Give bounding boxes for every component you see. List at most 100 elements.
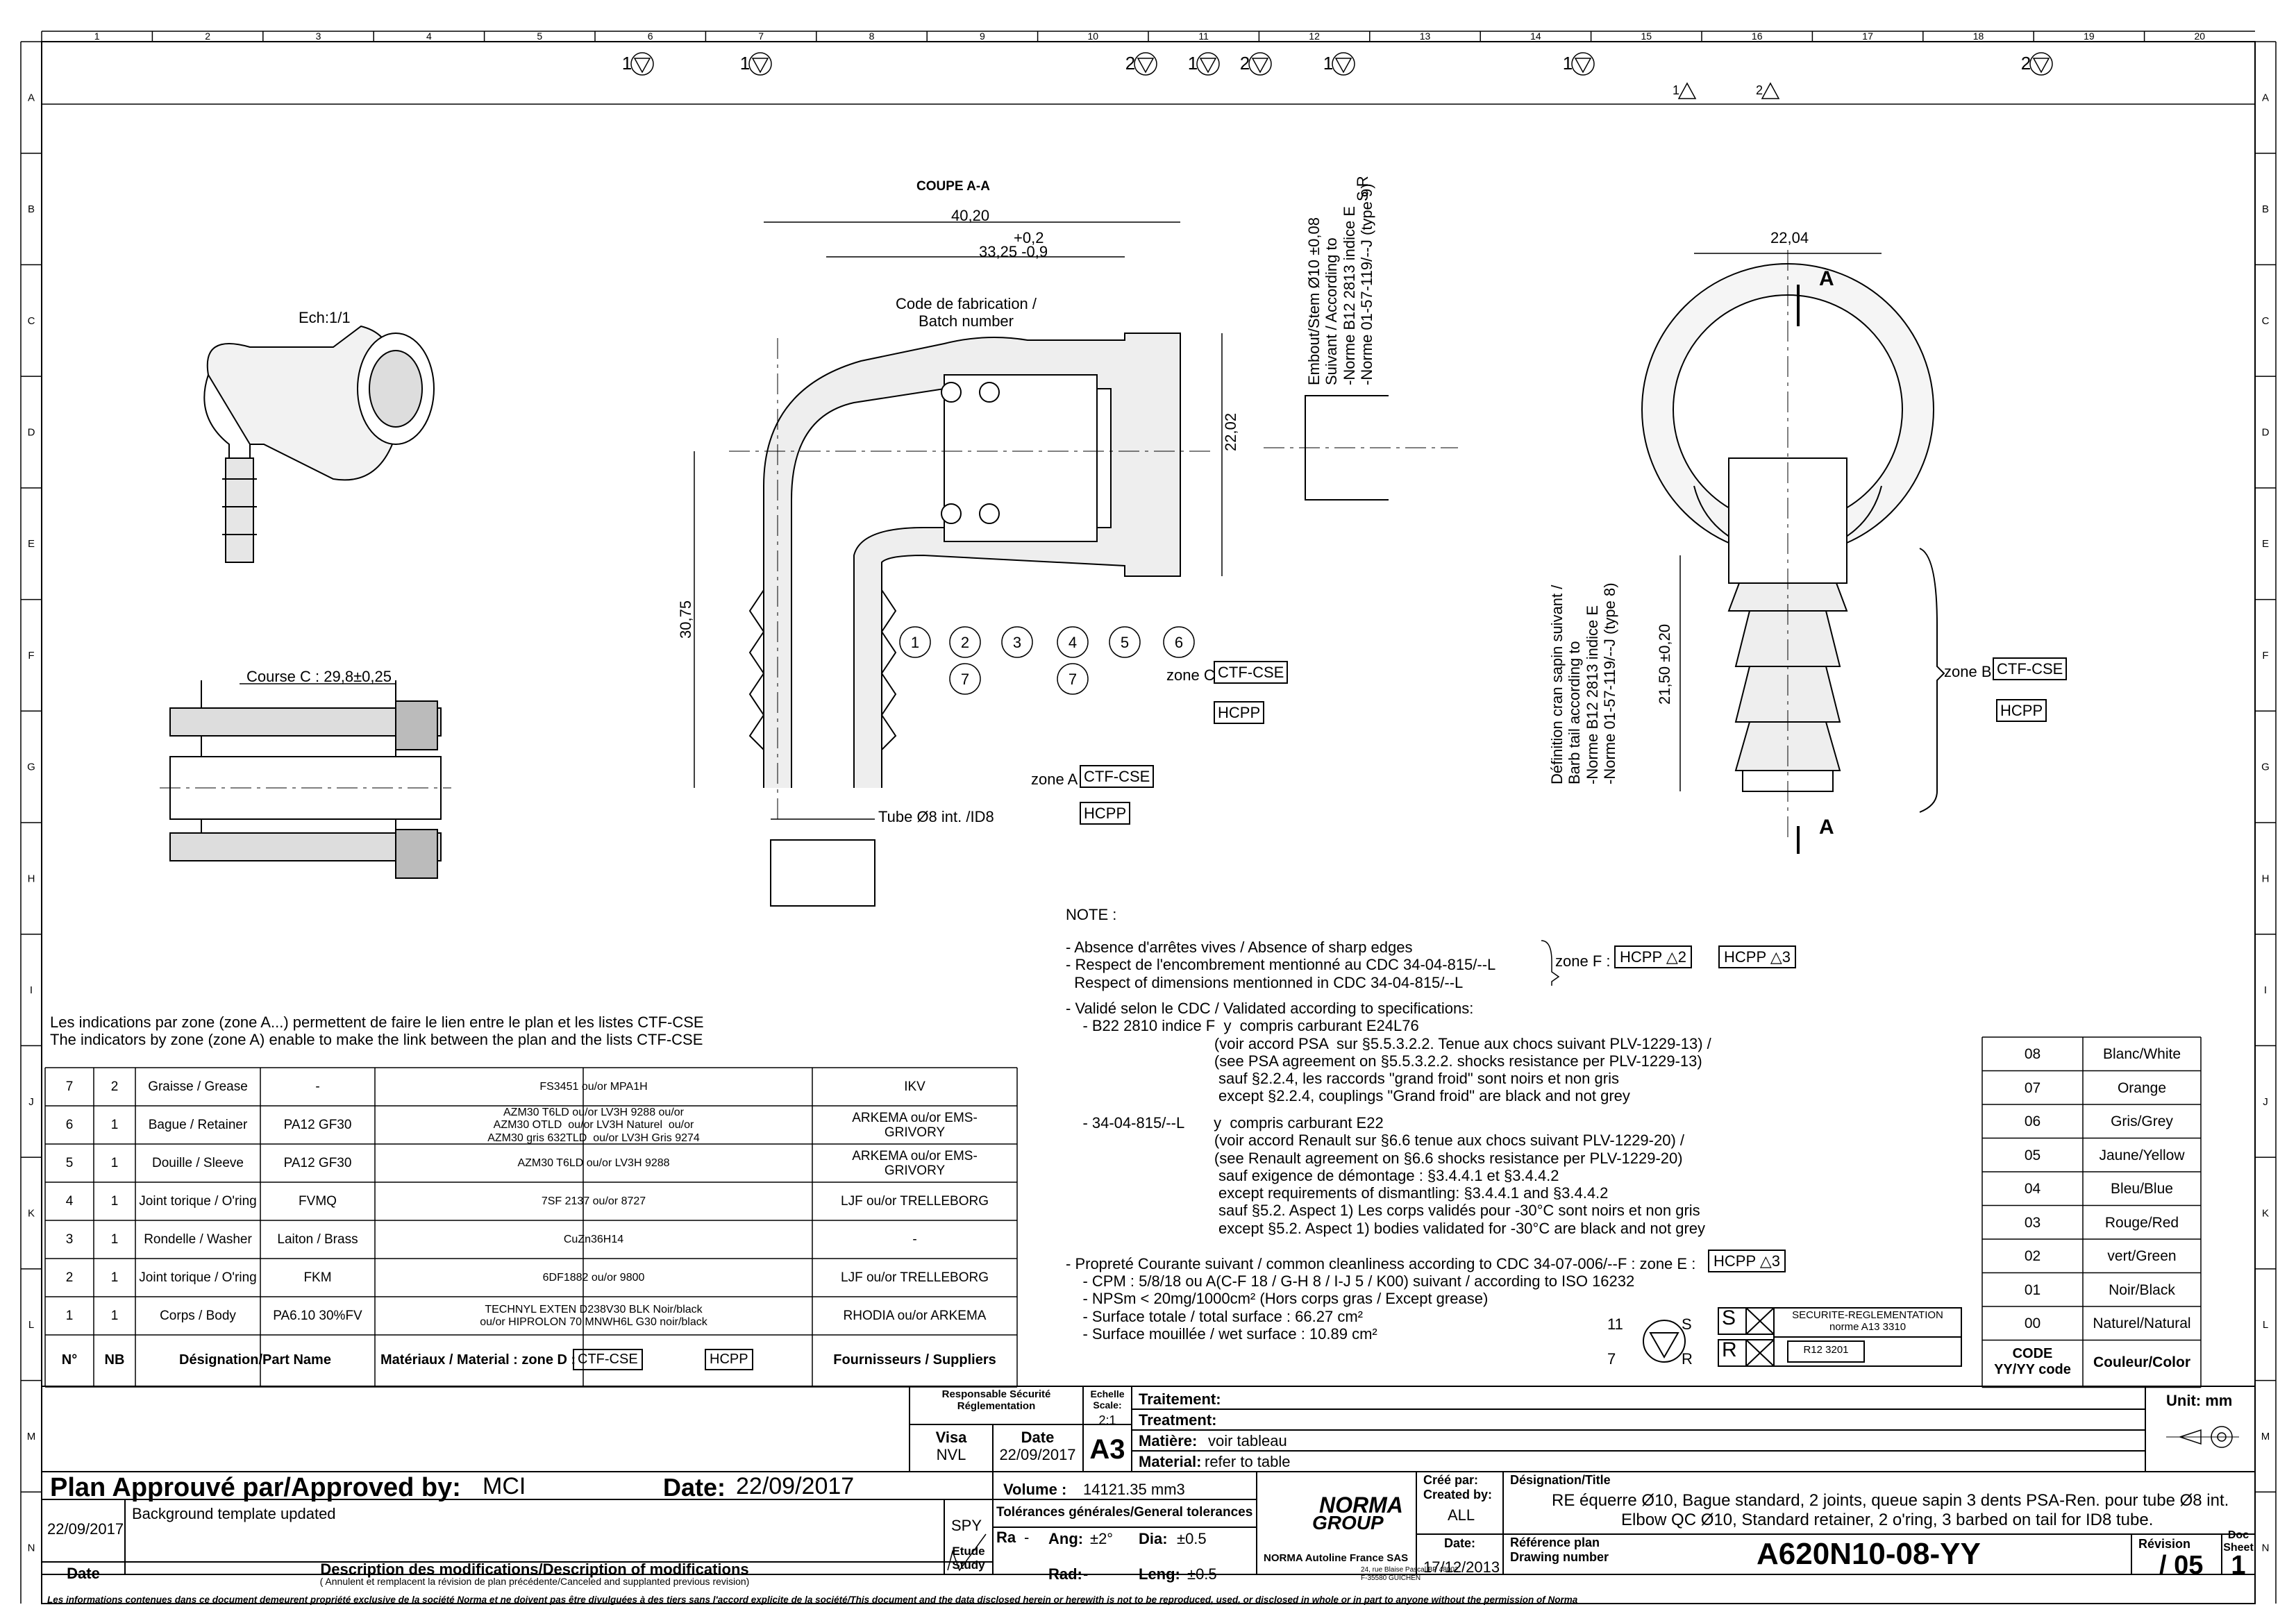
bom-cell-n: 1	[65, 1309, 74, 1324]
row-label-left: H	[28, 873, 35, 884]
svg-text:7: 7	[961, 671, 969, 688]
created-by-label: Créé par: Created by:	[1423, 1473, 1493, 1502]
svg-text:4: 4	[1069, 634, 1077, 651]
ra-label: Ra	[996, 1529, 1016, 1546]
bom-cell-material: -	[315, 1079, 320, 1095]
section-aa-view	[694, 221, 1223, 907]
bom-cell-grade: TECHNYL EXTEN D238V30 BLK Noir/black ou/…	[480, 1303, 707, 1329]
zone-c-hcpp: HCPP	[1214, 701, 1265, 725]
ang-value: ±2°	[1090, 1530, 1114, 1547]
rad-label: Rad:	[1048, 1565, 1082, 1583]
spy-label: SPY	[951, 1517, 982, 1534]
notes-lines-2: - Validé selon le CDC / Validated accord…	[1066, 1000, 1711, 1105]
color-name: Bleu/Blue	[2111, 1181, 2173, 1197]
row-label-left: J	[28, 1096, 34, 1108]
bom-cell-material: FKM	[303, 1270, 332, 1286]
stroke-view	[160, 680, 451, 879]
row-label-right: I	[2264, 984, 2267, 996]
bom-grid	[44, 1067, 1018, 1388]
zone-f-hcpp-1-text: HCPP	[1620, 948, 1662, 966]
row-label-left: A	[28, 92, 35, 103]
zone-a-hcpp: HCPP	[1080, 802, 1131, 825]
notes-cleanliness: - Propreté Courante suivant / common cle…	[1066, 1255, 1696, 1272]
created-date-value: 17/12/2013	[1423, 1558, 1500, 1576]
row-label-right: M	[2261, 1431, 2270, 1443]
svg-text:2: 2	[1125, 53, 1135, 74]
row-label-left: K	[28, 1208, 35, 1220]
zone-b-label: zone B	[1944, 663, 1992, 680]
mod-date: 22/09/2017	[47, 1520, 124, 1538]
section-marker-top: A	[1819, 267, 1834, 290]
material-value: refer to table	[1205, 1453, 1291, 1470]
row-label-left: B	[28, 203, 35, 215]
notes-lines-3: - 34-04-815/--L y compris carburant E22 …	[1082, 1114, 1706, 1237]
bom-cell-designation: Rondelle / Washer	[144, 1232, 252, 1247]
bom-cell-designation: Joint torique / O'ring	[139, 1270, 257, 1286]
bom-cell-supplier: LJF ou/or TRELLEBORG	[841, 1194, 989, 1209]
safety-s: S	[1682, 1315, 1692, 1333]
row-label-right: B	[2262, 203, 2269, 215]
matiere-label: Matière:	[1139, 1432, 1198, 1449]
doc-sheet-label: Doc Sheet	[2223, 1529, 2254, 1554]
bom-cell-nb: 1	[110, 1270, 119, 1286]
traitement-label: Traitement:	[1139, 1390, 1221, 1408]
visa-label: Visa	[935, 1429, 967, 1446]
matiere-value: voir tableau	[1208, 1432, 1287, 1449]
dim-tol-top: +0,2	[1014, 229, 1044, 246]
svg-text:3: 3	[1013, 634, 1021, 651]
ref-label: Référence plan Drawing number	[1510, 1536, 1609, 1564]
ref-value: A620N10-08-YY	[1757, 1537, 1981, 1571]
safety-box-ref: R12 3201	[1803, 1344, 1849, 1356]
visa-value: NVL	[936, 1446, 966, 1463]
bom-cell-n: 7	[65, 1079, 74, 1095]
dim-overall: 40,20	[951, 207, 990, 224]
color-name: Naturel/Natural	[2093, 1315, 2191, 1331]
row-label-right: L	[2263, 1319, 2268, 1331]
color-code: 05	[2024, 1147, 2041, 1163]
color-code: 03	[2024, 1214, 2041, 1231]
bom-header-ctf: CTF-CSE	[573, 1349, 643, 1370]
stem-symbol: S R	[1354, 176, 1371, 201]
barb-note: Définition cran sapin suivant / Barb tai…	[1548, 582, 1618, 784]
format-value: A3	[1089, 1434, 1125, 1465]
revision-mark: 1	[1563, 52, 1595, 76]
revision-mark: 1	[1188, 52, 1220, 76]
safety-box-title: SECURITE-REGLEMENTATION norme A13 3310	[1792, 1309, 1943, 1334]
zone-f-hcpp-1: HCPP △2	[1614, 945, 1693, 969]
svg-text:5: 5	[1121, 634, 1129, 651]
hcpp-mark: 1	[1673, 82, 1697, 99]
leng-label: Leng:	[1139, 1565, 1180, 1583]
revision-value: / 05	[2159, 1551, 2204, 1580]
column-label: 6	[648, 31, 653, 42]
color-code: 08	[2024, 1046, 2041, 1062]
tube-label: Tube Ø8 int. /ID8	[878, 808, 994, 825]
date-label: Date	[1021, 1429, 1055, 1446]
row-label-left: D	[28, 427, 35, 439]
revision-mark: 2	[1240, 52, 1272, 76]
company-name: NORMA Autoline France SAS	[1264, 1552, 1409, 1564]
row-label-left: I	[30, 984, 33, 996]
bom-cell-n: 4	[65, 1194, 74, 1209]
stem-note: Embout/Stem Ø10 ±0,08 Suivant / Accordin…	[1305, 183, 1375, 385]
dia-label: Dia:	[1139, 1530, 1168, 1547]
hcpp-mark: 2	[1756, 82, 1780, 99]
svg-text:1: 1	[1673, 83, 1679, 97]
color-code: 02	[2024, 1248, 2041, 1264]
column-label: 11	[1198, 31, 1209, 42]
color-header-code: CODE YY/YY code	[1994, 1345, 2071, 1377]
bom-cell-designation: Bague / Retainer	[148, 1118, 248, 1133]
mod-text: Background template updated	[132, 1505, 336, 1522]
bom-cell-nb: 1	[110, 1194, 119, 1209]
bom-cell-supplier: RHODIA ou/or ARKEMA	[843, 1309, 987, 1324]
date-value: 22/09/2017	[999, 1446, 1076, 1463]
column-label: 2	[205, 31, 210, 42]
dim-21-50: 21,50 ±0,20	[1656, 623, 1673, 705]
designation-en: Elbow QC Ø10, Standard retainer, 2 o'rin…	[1621, 1511, 2154, 1529]
revision-mark: 1	[740, 52, 772, 76]
color-name: Jaune/Yellow	[2099, 1147, 2185, 1163]
bom-cell-nb: 1	[110, 1309, 119, 1324]
cleanliness-hcpp-text: HCPP	[1713, 1252, 1756, 1270]
color-name: Gris/Grey	[2111, 1113, 2173, 1129]
bom-cell-designation: Douille / Sleeve	[151, 1156, 244, 1171]
